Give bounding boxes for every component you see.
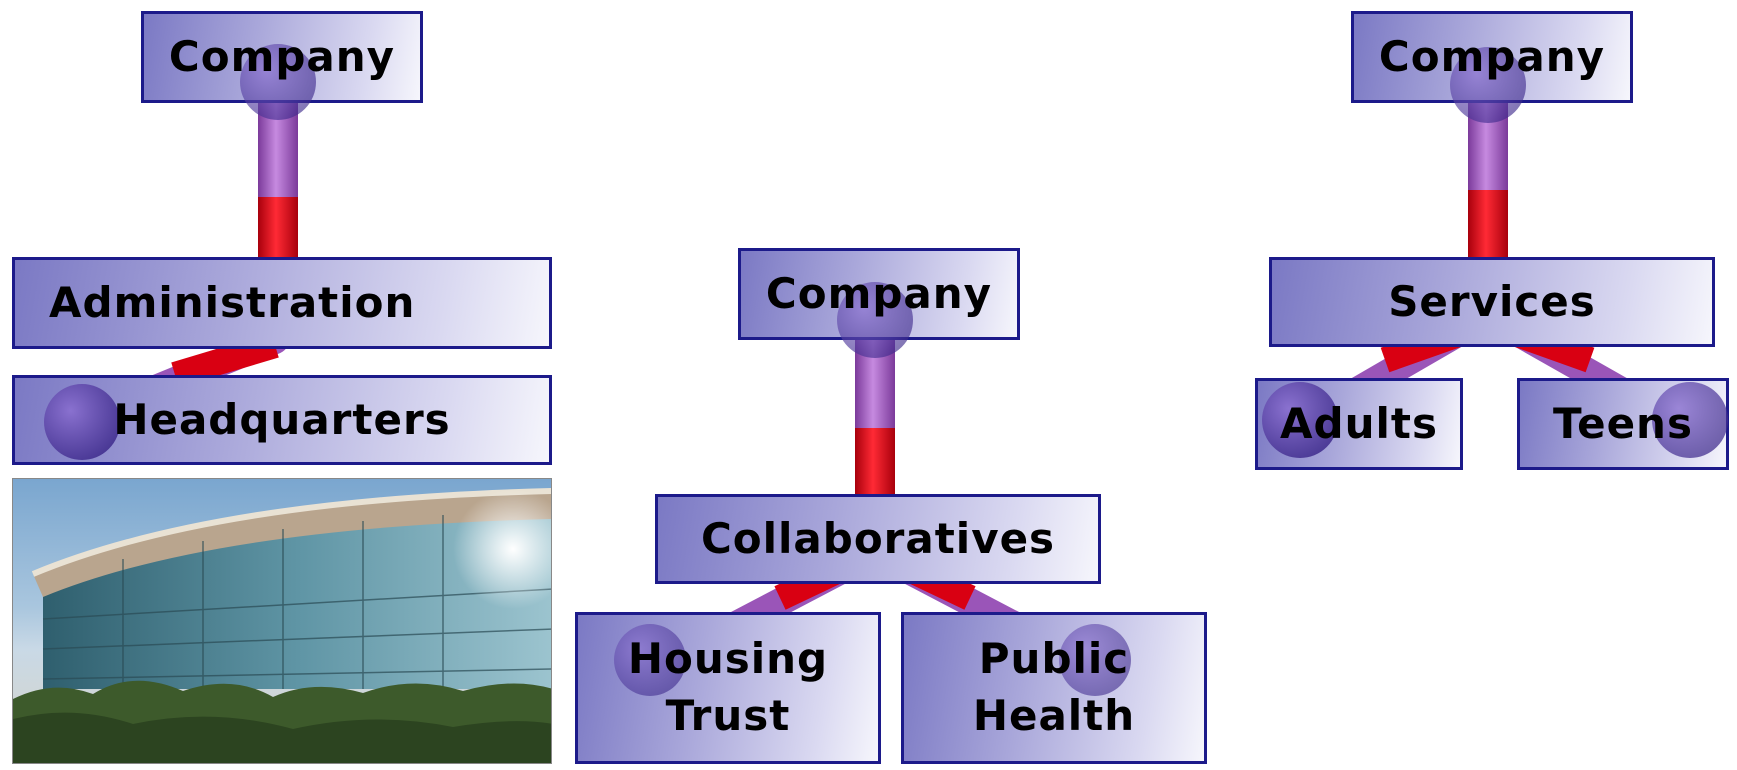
node-label: Company [168, 31, 396, 81]
node-label: Company [1378, 31, 1606, 81]
node-housing-trust[interactable]: Housing Trust [575, 612, 881, 764]
office-building-photo [12, 478, 552, 764]
node-label: Administration [49, 277, 416, 327]
node-company-2[interactable]: Company [738, 248, 1020, 340]
building-icon [13, 488, 551, 763]
node-label: Company [765, 268, 993, 318]
node-label: Services [1388, 276, 1596, 326]
node-company-1[interactable]: Company [141, 11, 423, 103]
node-collaboratives[interactable]: Collaboratives [655, 494, 1101, 584]
node-label: Teens [1553, 398, 1693, 448]
node-company-3[interactable]: Company [1351, 11, 1633, 103]
node-label: Housing Trust [627, 634, 829, 740]
node-teens[interactable]: Teens [1517, 378, 1729, 470]
node-public-health[interactable]: Public Health [901, 612, 1207, 764]
node-headquarters[interactable]: Headquarters [12, 375, 552, 465]
node-services[interactable]: Services [1269, 257, 1715, 347]
node-administration[interactable]: Administration [12, 257, 552, 349]
node-label: Headquarters [113, 394, 451, 444]
node-label: Public Health [972, 634, 1136, 740]
node-adults[interactable]: Adults [1255, 378, 1463, 470]
node-label: Adults [1280, 398, 1438, 448]
node-label: Collaboratives [700, 513, 1056, 563]
